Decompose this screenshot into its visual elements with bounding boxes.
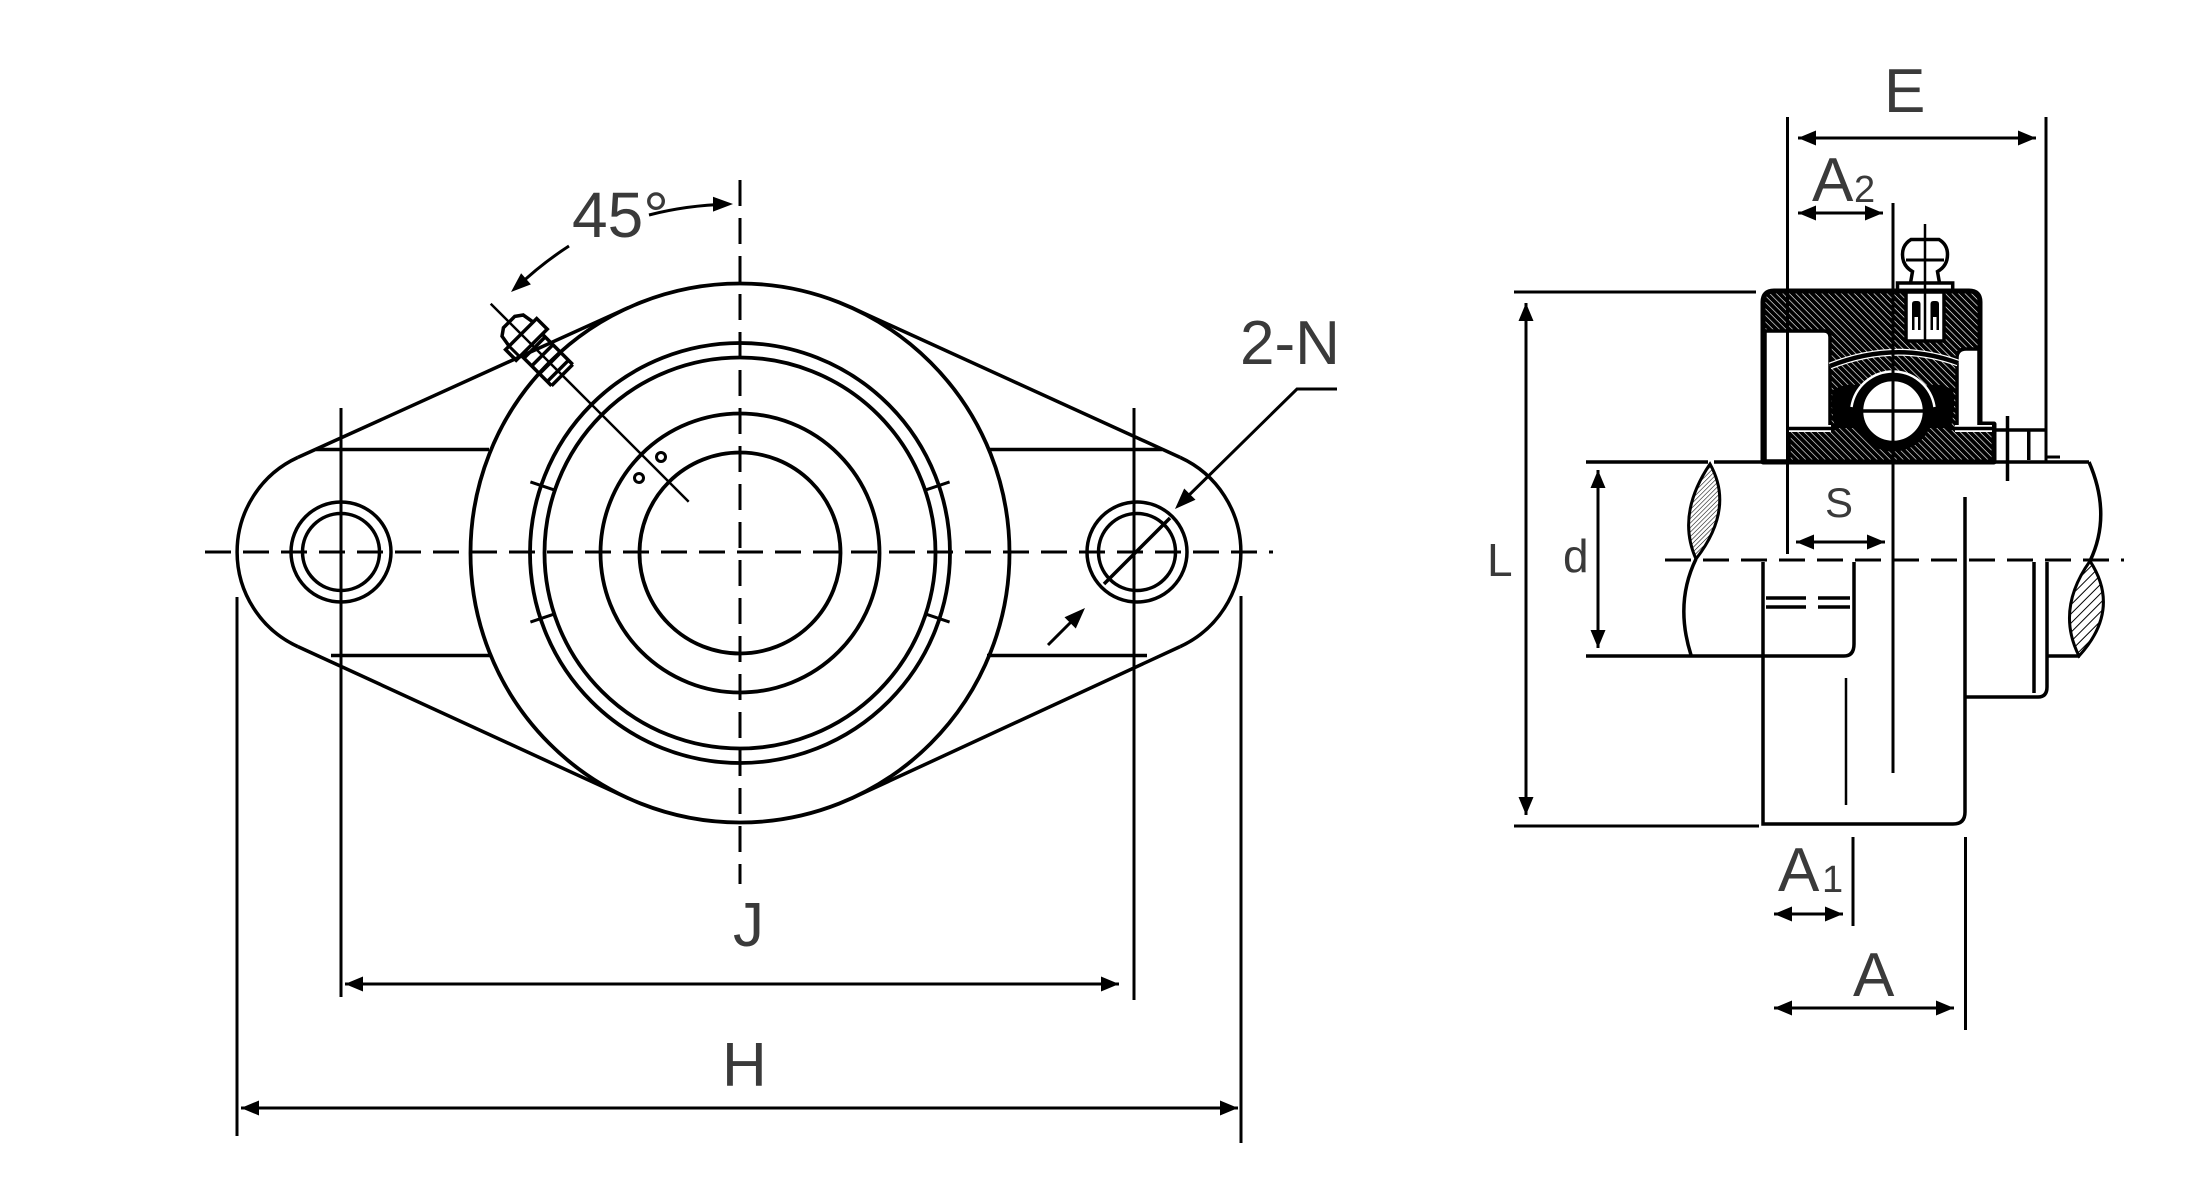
svg-text:H: H [722,1031,767,1100]
svg-text:45°: 45° [572,179,669,251]
svg-text:d: d [1563,530,1589,582]
svg-text:A: A [1853,941,1895,1010]
svg-text:A: A [1812,146,1854,215]
svg-text:2: 2 [1854,169,1875,211]
svg-text:1: 1 [1822,859,1843,901]
svg-text:E: E [1884,57,1925,126]
svg-text:2-N: 2-N [1240,309,1340,378]
svg-text:J: J [733,891,764,960]
svg-text:S: S [1825,479,1853,526]
svg-text:L: L [1487,534,1513,586]
svg-text:A: A [1778,836,1820,905]
